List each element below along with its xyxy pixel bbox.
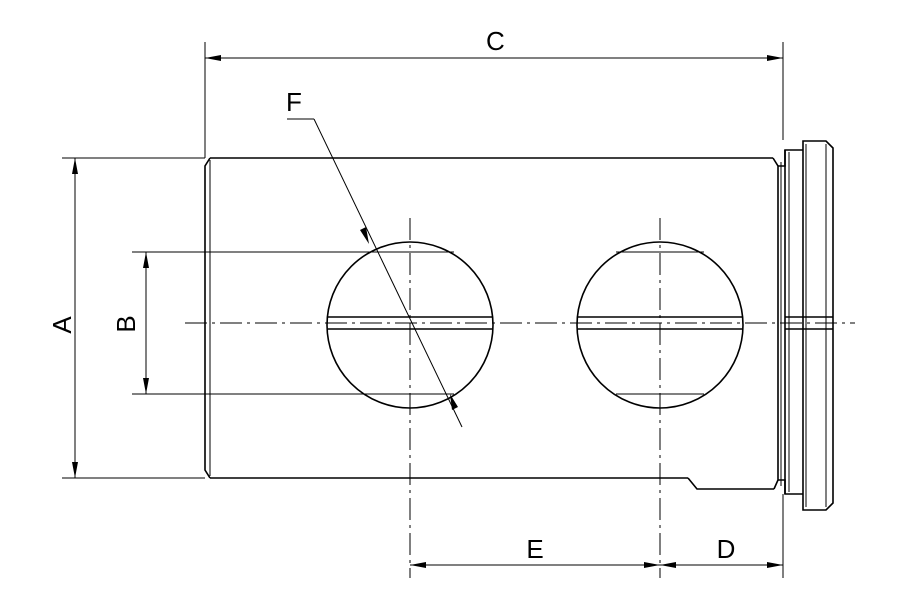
dimension-f — [287, 118, 463, 428]
dimension-d — [660, 494, 784, 578]
dimension-c — [204, 42, 784, 158]
hole-right — [576, 218, 744, 578]
label-c: C — [486, 26, 505, 56]
label-a: A — [47, 316, 77, 334]
dimension-e — [410, 562, 660, 568]
label-e: E — [526, 534, 543, 564]
label-d: D — [717, 534, 736, 564]
cylinder-body — [204, 157, 774, 490]
hole-left — [326, 218, 494, 578]
label-f: F — [286, 87, 302, 117]
dimension-b — [132, 251, 366, 395]
label-b: B — [111, 315, 141, 332]
dimension-a — [62, 157, 205, 479]
end-flange — [772, 140, 834, 511]
